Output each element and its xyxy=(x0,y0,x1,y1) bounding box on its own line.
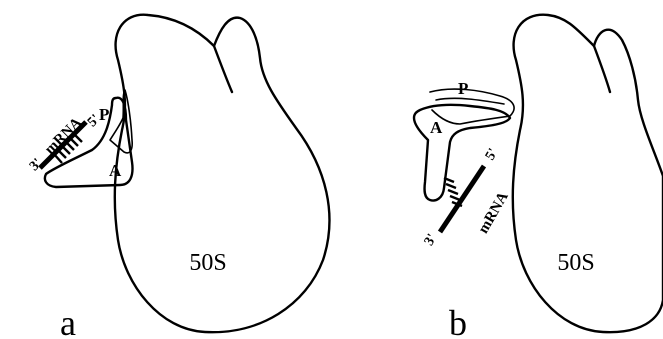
subunit-50s-fold-b xyxy=(594,46,610,92)
mrna-three-prime-b: 3' xyxy=(422,232,440,249)
mrna-label-a: mRNA xyxy=(42,115,85,158)
site-a-label-b: A xyxy=(430,118,443,137)
panel-b: P A 5' 3' mRNA 50S b xyxy=(414,15,663,339)
subunit-50s-fold-a xyxy=(214,46,232,92)
codon-tick xyxy=(450,196,460,200)
codon-tick xyxy=(446,184,456,188)
mrna-five-prime-b: 5' xyxy=(483,146,501,163)
mrna-three-prime-a: 3' xyxy=(27,156,45,174)
trna-p-site-b-inner xyxy=(436,98,504,104)
site-a-label-a: A xyxy=(109,161,122,180)
subunit-50s-outline-a xyxy=(115,15,330,332)
site-p-label-b: P xyxy=(458,79,468,98)
subunit-50s-outline-b xyxy=(513,15,663,332)
panel-label-a: a xyxy=(60,303,76,339)
subunit-50s-label-b: 50S xyxy=(557,250,594,276)
panel-label-b: b xyxy=(449,303,467,339)
mrna-label-b: mRNA xyxy=(475,189,511,236)
subunit-50s-label-a: 50S xyxy=(189,250,226,276)
panel-a: P A 5' 3' mRNA 50S a xyxy=(27,15,330,339)
codon-tick xyxy=(448,190,458,194)
